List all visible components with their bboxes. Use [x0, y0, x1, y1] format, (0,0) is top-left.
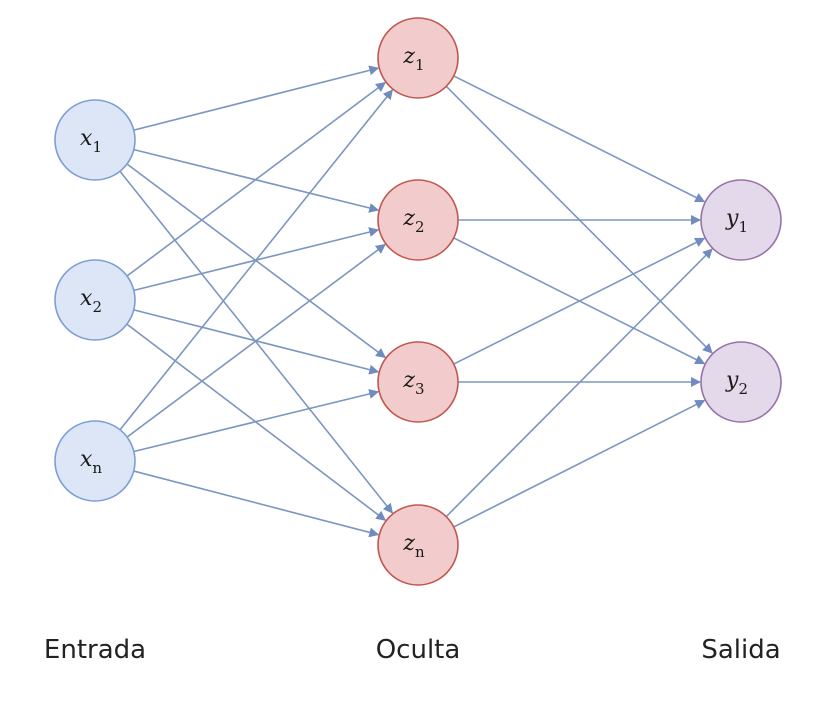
layer-label-hidden: Oculta: [376, 635, 461, 665]
hidden-neuron-circle: [377, 17, 459, 99]
node-z-2: z2: [377, 179, 459, 261]
node-x-1: x1: [54, 99, 136, 181]
hidden-neuron-circle: [377, 341, 459, 423]
neuron-label: xn: [80, 447, 102, 477]
neuron-subscript: 1: [92, 138, 102, 156]
layer-label-output: Salida: [701, 635, 780, 665]
output-neuron-circle: [700, 341, 782, 423]
neuron-label: x2: [80, 286, 102, 316]
input-neuron-circle: [54, 99, 136, 181]
neuron-subscript: n: [92, 459, 102, 477]
neuron-subscript: 2: [415, 218, 425, 236]
neuron-variable: y: [725, 368, 739, 393]
neuron-subscript: 2: [92, 298, 102, 316]
neuron-subscript: 3: [415, 380, 425, 398]
node-x-2: x2: [54, 259, 136, 341]
neuron-label: z3: [402, 368, 424, 398]
neuron-label: y1: [725, 206, 748, 236]
neuron-subscript: 2: [738, 380, 748, 398]
node-y-1: y1: [700, 179, 782, 261]
edge-input1-to-hidden4: [119, 170, 394, 514]
node-z-1: z1: [377, 17, 459, 99]
edge-hidden1-to-output1: [453, 75, 706, 203]
neuron-variable: z: [402, 368, 415, 393]
neuron-label: z2: [402, 206, 424, 236]
neuron-subscript: 1: [738, 218, 748, 236]
neuron-variable: x: [80, 126, 93, 151]
edge-hidden3-to-output1: [453, 237, 706, 365]
edge-hidden4-to-output2: [453, 399, 706, 528]
edge-input3-to-hidden4: [133, 470, 380, 538]
neuron-variable: x: [80, 286, 93, 311]
hidden-neuron-circle: [377, 504, 459, 586]
neuron-variable: z: [402, 206, 415, 231]
neuron-subscript: 1: [415, 56, 425, 74]
neuron-label: x1: [80, 126, 102, 156]
node-y-2: y2: [700, 341, 782, 423]
edge-input1-to-hidden1: [133, 65, 380, 131]
node-z-n: zn: [377, 504, 459, 586]
neuron-variable: z: [402, 531, 415, 556]
neuron-label: z1: [402, 44, 424, 74]
neuron-subscript: n: [415, 543, 425, 561]
input-neuron-circle: [54, 259, 136, 341]
edge-input3-to-hidden3: [133, 389, 380, 453]
neuron-variable: y: [725, 206, 739, 231]
layer-label-input: Entrada: [44, 635, 146, 665]
node-x-n: xn: [54, 420, 136, 502]
neuron-label: y2: [725, 368, 748, 398]
edge-hidden4-to-output1: [445, 248, 713, 518]
node-z-3: z3: [377, 341, 459, 423]
edge-input3-to-hidden1: [119, 89, 393, 431]
neuron-variable: x: [80, 447, 93, 472]
input-neuron-circle: [54, 420, 136, 502]
edge-input3-to-hidden2: [126, 243, 386, 438]
neuron-variable: z: [402, 44, 415, 69]
edge-input2-to-hidden1: [126, 81, 386, 277]
hidden-neuron-circle: [377, 179, 459, 261]
neuron-label: zn: [402, 531, 425, 561]
layer-labels: Entrada Oculta Salida: [44, 635, 781, 665]
output-neuron-circle: [700, 179, 782, 261]
connections: [119, 65, 713, 538]
